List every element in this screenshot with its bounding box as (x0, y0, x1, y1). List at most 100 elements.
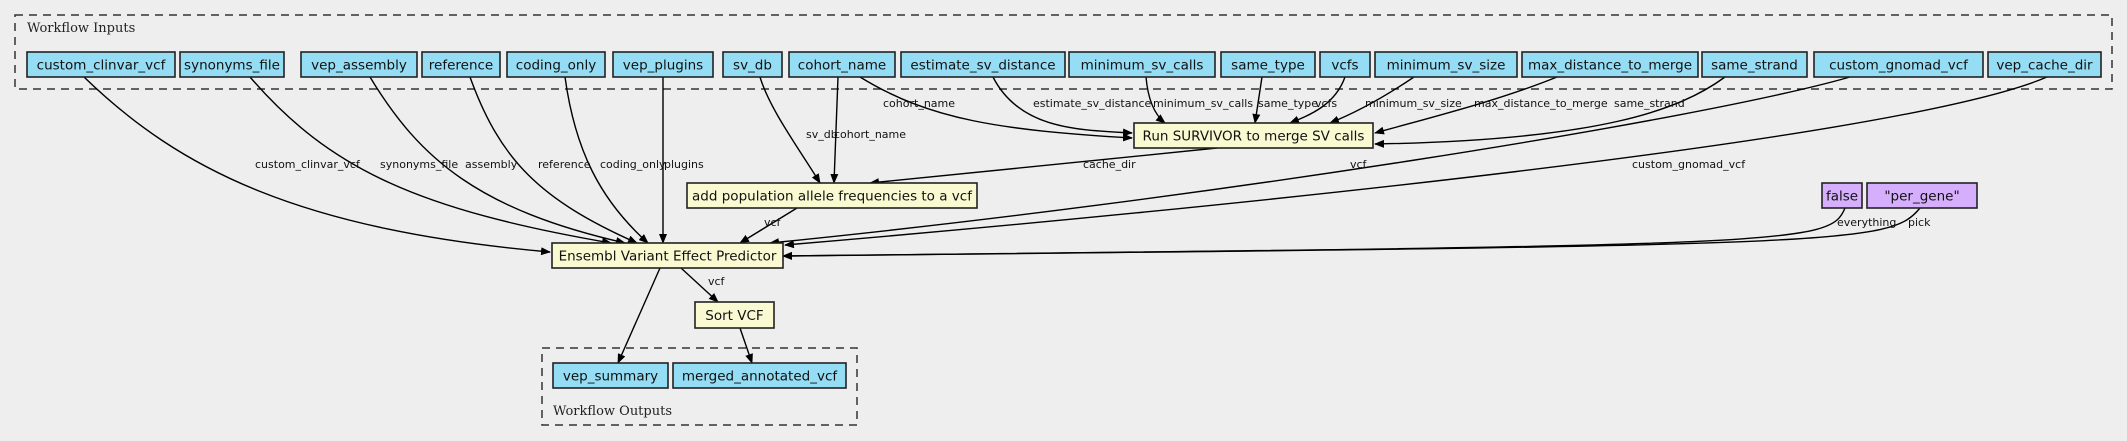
node-box[interactable] (1220, 51, 1316, 78)
node-survivor[interactable]: Run SURVIVOR to merge SV calls (1133, 122, 1374, 149)
node-const-per-gene[interactable]: "per_gene" (1866, 182, 1978, 209)
edge-sv_db-to-add_pop (759, 76, 821, 184)
node-coding-only[interactable]: coding_only (506, 51, 606, 78)
node-box[interactable] (1068, 51, 1216, 78)
node-box[interactable] (552, 362, 669, 389)
node-box[interactable] (1701, 51, 1808, 78)
node-vcfs[interactable]: vcfs (1319, 51, 1371, 78)
edge-vep-to-sort_vcf (680, 267, 719, 303)
node-box[interactable] (788, 51, 896, 78)
node-same-strand[interactable]: same_strand (1701, 51, 1808, 78)
edge-label: vcfs (1315, 97, 1337, 110)
node-label: same_type (1231, 58, 1305, 74)
edge-label: coding_only (600, 158, 666, 171)
node-max-distance-to-merge[interactable]: max_distance_to_merge (1521, 51, 1699, 78)
node-custom-gnomad-vcf[interactable]: custom_gnomad_vcf (1813, 51, 1984, 78)
edge-reference-to-vep (469, 76, 638, 244)
edge-label: reference (538, 158, 591, 171)
node-box[interactable] (672, 362, 847, 389)
node-box[interactable] (900, 51, 1066, 78)
node-label: estimate_sv_distance (910, 58, 1055, 74)
edge-label: pick (1908, 216, 1931, 229)
node-minimum-sv-calls[interactable]: minimum_sv_calls (1068, 51, 1216, 78)
node-box[interactable] (722, 51, 783, 78)
workflow-inputs-label: Workflow Inputs (27, 21, 135, 36)
node-label: merged_annotated_vcf (682, 369, 839, 385)
edge-label: cohort_name (883, 97, 955, 110)
edge-label: vcf (708, 275, 726, 288)
node-box[interactable] (1319, 51, 1371, 78)
node-box[interactable] (300, 51, 418, 78)
edge-cohort_name-to-survivor (859, 76, 1133, 142)
node-box[interactable] (1821, 182, 1863, 209)
node-label: vep_plugins (623, 58, 703, 74)
edge-label: custom_clinvar_vcf (255, 158, 361, 171)
node-vep-cache-dir[interactable]: vep_cache_dir (1987, 51, 2102, 78)
node-label: vep_assembly (311, 58, 407, 74)
edge-label: estimate_sv_distance (1033, 97, 1151, 110)
node-const-false[interactable]: false (1821, 182, 1863, 209)
edge-custom_clinvar_vcf-to-vep (83, 76, 551, 256)
edge-label: custom_gnomad_vcf (1632, 158, 1746, 171)
node-box[interactable] (612, 51, 714, 78)
node-label: reference (429, 58, 493, 74)
node-synonyms-file[interactable]: synonyms_file (179, 51, 285, 78)
edge-coding_only-to-vep (564, 76, 649, 244)
node-box[interactable] (421, 51, 501, 78)
node-box[interactable] (1521, 51, 1699, 78)
edge-label: assembly (465, 158, 518, 171)
node-label: false (1826, 189, 1858, 205)
edge-cohort_name-to-add_pop (830, 76, 839, 184)
node-vep-summary[interactable]: vep_summary (552, 362, 669, 389)
node-sort-vcf[interactable]: Sort VCF (694, 301, 775, 329)
node-box[interactable] (179, 51, 285, 78)
node-box[interactable] (26, 51, 176, 78)
node-reference[interactable]: reference (421, 51, 501, 78)
node-box[interactable] (506, 51, 606, 78)
edge-label: vcf (764, 216, 782, 229)
node-merged-annotated-vcf[interactable]: merged_annotated_vcf (672, 362, 847, 389)
node-cohort-name[interactable]: cohort_name (788, 51, 896, 78)
edge-const_per_gene-to-vep (782, 207, 1921, 260)
node-box[interactable] (686, 182, 978, 209)
edge-vep_assembly-to-vep (369, 76, 626, 245)
node-add-pop[interactable]: add population allele frequencies to a v… (686, 182, 978, 209)
node-estimate-sv-distance[interactable]: estimate_sv_distance (900, 51, 1066, 78)
node-box[interactable] (1133, 122, 1374, 149)
edge-const_false-to-vep (782, 207, 1846, 260)
edge-label: sv_db (806, 128, 838, 141)
node-label: cohort_name (798, 58, 886, 74)
node-box[interactable] (694, 301, 775, 329)
node-minimum-sv-size[interactable]: minimum_sv_size (1374, 51, 1518, 78)
edge-survivor-to-add_pop (769, 76, 1851, 247)
node-box[interactable] (1374, 51, 1518, 78)
edge-estimate_sv_distance-to-survivor (992, 76, 1133, 137)
node-box[interactable] (1987, 51, 2102, 78)
node-same-type[interactable]: same_type (1220, 51, 1316, 78)
workflow-outputs-label: Workflow Outputs (553, 404, 672, 419)
node-label: Sort VCF (705, 308, 763, 324)
edge-minimum_sv_size-to-survivor (1329, 76, 1415, 124)
edge-same_strand-to-survivor (1374, 76, 1726, 148)
edge-label: max_distance_to_merge (1474, 97, 1608, 110)
nodes: custom_clinvar_vcf synonyms_file vep_assem… (26, 51, 2102, 389)
node-box[interactable] (1866, 182, 1978, 209)
node-label: vep_cache_dir (1996, 58, 2093, 74)
edge-label: minimum_sv_size (1365, 97, 1462, 110)
node-vep-assembly[interactable]: vep_assembly (300, 51, 418, 78)
workflow-outputs-cluster: Workflow Outputs (541, 347, 858, 426)
edge-vcfs-to-survivor (1289, 76, 1346, 124)
node-vep-plugins[interactable]: vep_plugins (612, 51, 714, 78)
node-label: custom_clinvar_vcf (37, 58, 167, 74)
node-sv-db[interactable]: sv_db (722, 51, 783, 78)
node-box[interactable] (551, 242, 784, 269)
edge-label: cohort_name (834, 128, 906, 141)
node-custom-clinvar-vcf[interactable]: custom_clinvar_vcf (26, 51, 176, 78)
edge-same_type-to-survivor (1252, 76, 1263, 124)
node-box[interactable] (1813, 51, 1984, 78)
node-label: minimum_sv_size (1387, 58, 1506, 74)
node-vep[interactable]: Ensembl Variant Effect Predictor (551, 242, 784, 269)
node-label: Run SURVIVOR to merge SV calls (1143, 129, 1365, 145)
